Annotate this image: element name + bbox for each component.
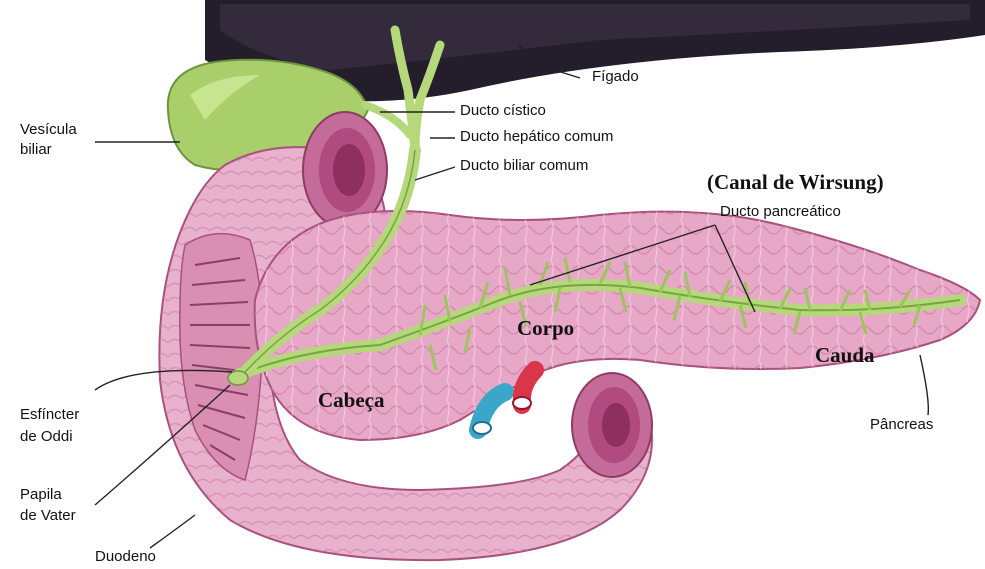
label-vesicula-line2: biliar [20,141,52,159]
papilla-of-vater [228,371,248,385]
label-ducto-biliar-comum: Ducto biliar comum [460,157,588,175]
label-papila-line1: Papila [20,486,62,504]
label-papila-line2: de Vater [20,507,76,525]
label-pancreas: Pâncreas [870,416,933,434]
leader-ducto-biliar [415,167,455,180]
leader-duodeno [150,515,195,548]
label-ducto-cistico: Ducto cístico [460,102,546,120]
label-duodeno: Duodeno [95,548,156,566]
label-vesicula-line1: Vesícula [20,121,77,139]
label-ducto-pancreatico: Ducto pancreático [720,203,841,221]
label-esfincter-line2: de Oddi [20,428,73,446]
duodenum-lower-inner [602,403,630,447]
label-figado: Fígado [592,68,639,86]
duodenum-upper-inner [333,144,365,196]
label-canal-de-wirsung: (Canal de Wirsung) [707,170,884,195]
label-cabeca: Cabeça [318,388,385,413]
leader-pancreas [920,355,928,415]
label-esfincter-line1: Esfíncter [20,406,79,424]
label-corpo: Corpo [517,316,574,341]
label-cauda: Cauda [815,343,875,368]
label-ducto-hepatico-comum: Ducto hepático comum [460,128,613,146]
